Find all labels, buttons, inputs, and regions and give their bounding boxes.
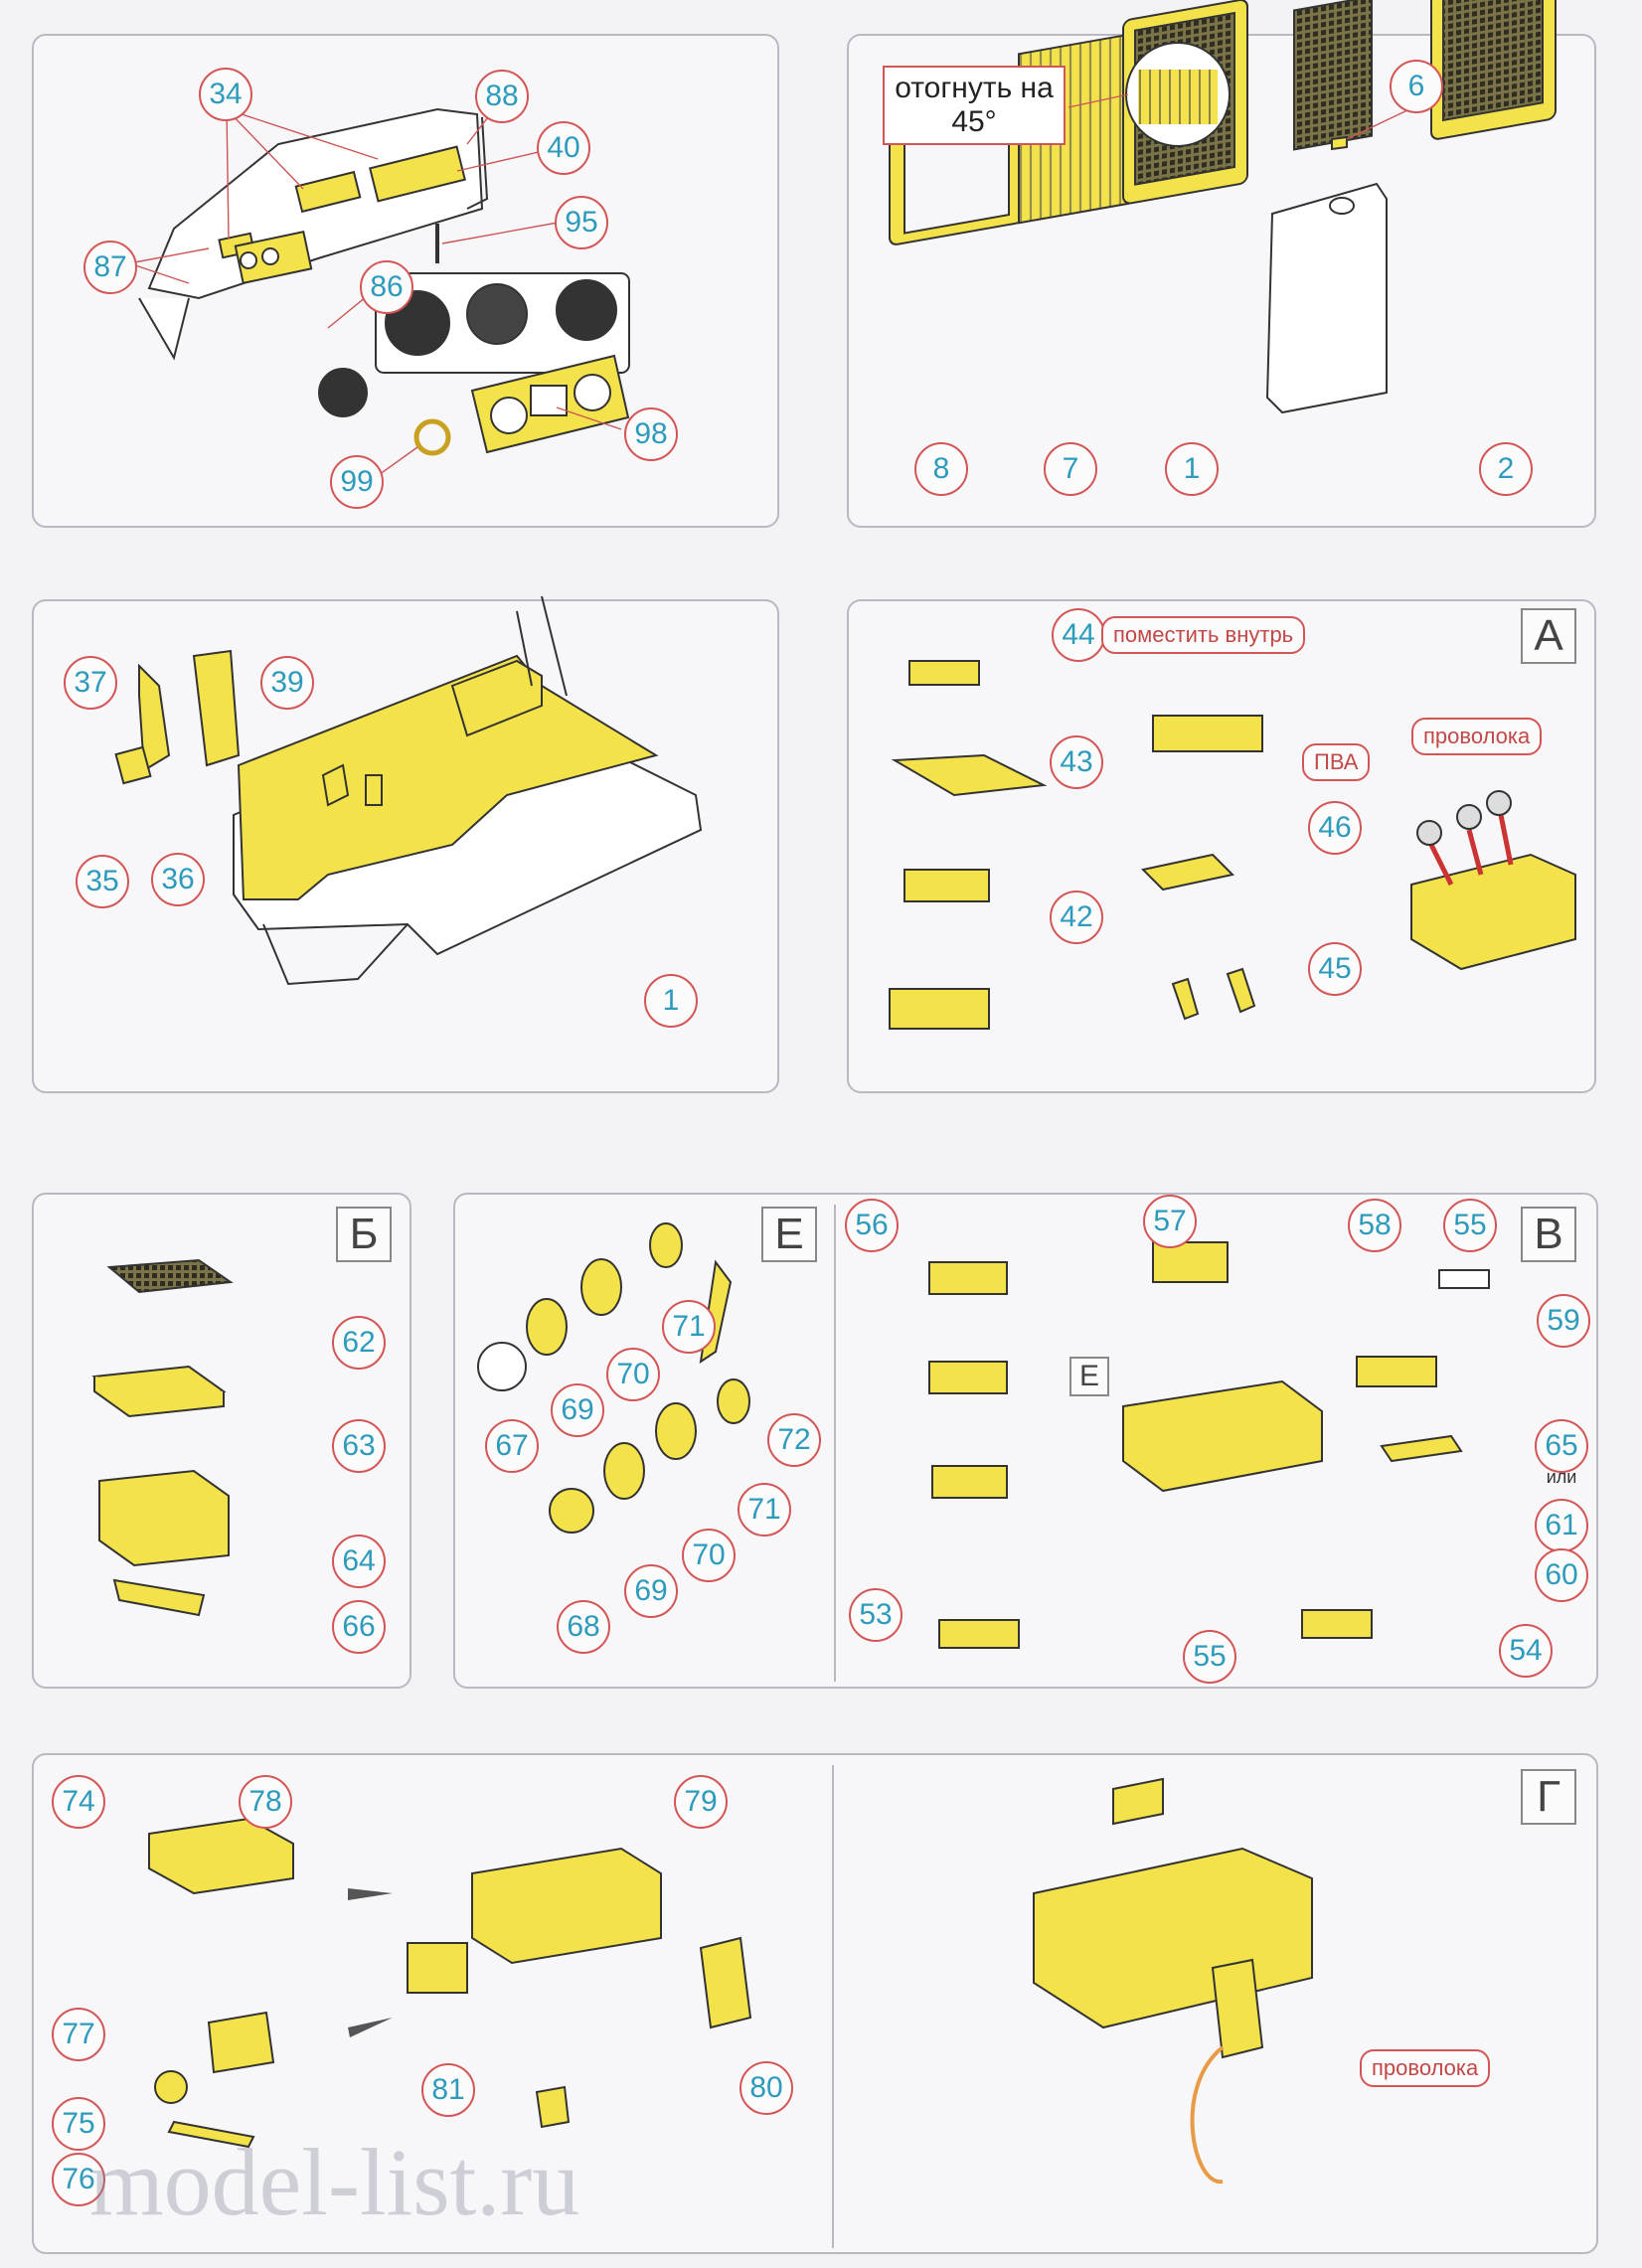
part-label: 39 [260,656,314,710]
dashboard-drawing [138,107,630,456]
radiator-drawing [889,0,1557,414]
part-label: 8 [914,442,968,496]
part-label: 35 [76,855,129,908]
part-label: 46 [1308,801,1362,855]
part-label: 58 [1348,1199,1401,1252]
part-label: 6 [1390,60,1443,113]
part-label: 74 [52,1775,105,1829]
note-place-inside: поместить внутрь [1101,616,1306,654]
part-label: 87 [83,241,137,294]
part-label: 69 [624,1564,678,1618]
part-label: 75 [52,2097,105,2151]
part-label: 71 [662,1300,716,1354]
note-bend: отогнуть на 45° [883,66,1066,145]
part-label: 70 [682,1529,736,1582]
panel-v-drawing [928,1241,1490,1649]
note-pva: ПВА [1302,743,1371,781]
part-label: 57 [1143,1195,1197,1248]
or-label: или [1546,1467,1577,1487]
part-label: 88 [475,70,529,123]
part-label: 60 [1535,1548,1588,1602]
part-label: 79 [674,1775,728,1829]
part-label: 55 [1443,1199,1497,1252]
panel-letter: Е [761,1207,817,1262]
watermark: model-list.ru [89,2129,580,2235]
sub-panel-reference: Е [1069,1357,1109,1396]
part-label: 77 [52,2008,105,2061]
part-label: 36 [151,853,205,906]
part-label: 71 [738,1483,791,1537]
part-label: 99 [330,455,384,509]
part-label: 2 [1479,442,1533,496]
radio-drawing [148,1817,752,2149]
part-label: 42 [1050,891,1103,944]
part-label: 72 [767,1413,821,1467]
part-label: 59 [1537,1294,1590,1348]
part-label: 70 [606,1348,660,1401]
floor-drawing [114,595,703,986]
part-label: 1 [644,974,698,1028]
part-label: 86 [360,260,413,314]
part-label: 98 [624,407,678,461]
part-label: 37 [64,656,117,710]
part-label: 63 [332,1419,386,1473]
part-label: 66 [332,1600,386,1654]
panel-a-drawing [889,660,1576,1030]
part-label: 53 [849,1588,903,1642]
part-label: 43 [1050,735,1103,789]
panel-letter: В [1521,1207,1576,1262]
part-label: 54 [1499,1624,1553,1678]
part-label: 7 [1044,442,1097,496]
panel-radio-g [32,1753,1598,2254]
part-label: 62 [332,1316,386,1370]
part-label: 65 [1535,1419,1588,1473]
panel-letter: А [1521,608,1576,664]
part-label: 55 [1183,1630,1236,1684]
part-label: 64 [332,1535,386,1588]
part-label: 76 [52,2153,105,2206]
part-label: 68 [557,1600,610,1654]
part-label: 67 [485,1419,539,1473]
part-label: 56 [845,1199,899,1252]
part-label: 40 [537,121,590,175]
part-label: 95 [555,196,608,249]
part-label: 61 [1535,1499,1588,1552]
note-wire: проволока [1411,718,1543,755]
part-label: 80 [739,2061,793,2115]
part-label: 44 [1052,608,1105,662]
part-label: 45 [1308,942,1362,996]
panel-b-drawing [91,1258,234,1617]
part-label: 81 [421,2063,475,2117]
note-wire: проволока [1360,2049,1491,2087]
panel-letter: Б [336,1207,392,1262]
part-label: 34 [199,68,252,121]
panel-letter: Г [1521,1769,1576,1825]
part-label: 78 [239,1775,292,1829]
panel-g-drawing [1033,1777,1313,2185]
part-label: 69 [551,1383,604,1437]
part-label: 1 [1165,442,1219,496]
